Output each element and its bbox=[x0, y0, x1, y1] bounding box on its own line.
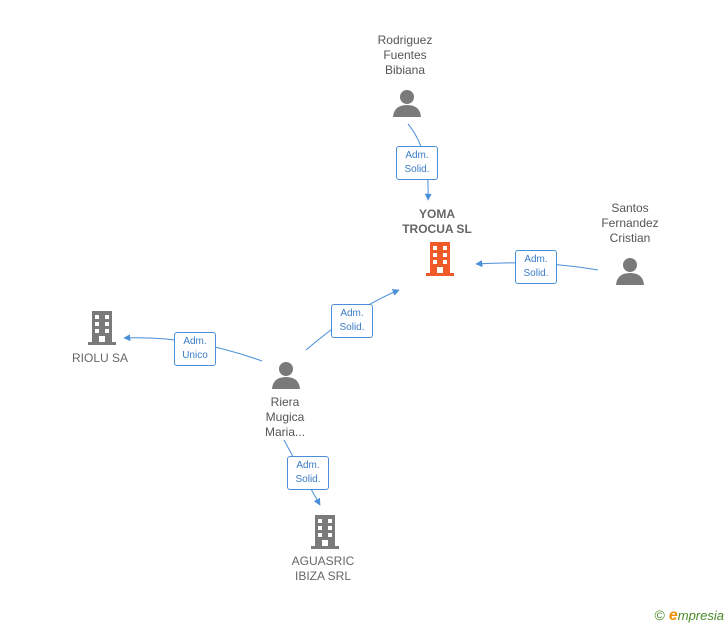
edge-label-riera-riolu[interactable]: Adm. Unico bbox=[174, 332, 216, 366]
edge-label-santos-yoma[interactable]: Adm. Solid. bbox=[515, 250, 557, 284]
person-icon-riera[interactable] bbox=[271, 360, 301, 390]
node-label-rodriguez[interactable]: Rodriguez Fuentes Bibiana bbox=[377, 33, 433, 77]
node-label-riera[interactable]: Riera Mugica Maria... bbox=[264, 395, 305, 439]
node-label-aguasric[interactable]: AGUASRIC IBIZA SRL bbox=[291, 554, 355, 583]
empresia-brand[interactable]: ©empresia bbox=[655, 607, 724, 625]
building-icon-riolu[interactable] bbox=[86, 311, 118, 345]
building-icon-aguasric[interactable] bbox=[309, 515, 341, 549]
person-icon-rodriguez[interactable] bbox=[392, 88, 422, 118]
node-label-riolu[interactable]: RIOLU SA bbox=[71, 351, 128, 365]
building-icon-yoma[interactable] bbox=[424, 242, 456, 276]
edge-label-riera-aguasric[interactable]: Adm. Solid. bbox=[287, 456, 329, 490]
brand-initial: e bbox=[668, 607, 678, 624]
edge-label-riera-yoma[interactable]: Adm. Solid. bbox=[331, 304, 373, 338]
node-label-yoma[interactable]: YOMA TROCUA SL bbox=[402, 207, 472, 236]
brand-name: mpresia bbox=[677, 608, 724, 623]
node-label-santos[interactable]: Santos Fernandez Cristian bbox=[601, 201, 659, 245]
person-icon-santos[interactable] bbox=[615, 256, 645, 286]
copyright-symbol: © bbox=[654, 607, 665, 623]
edge-label-rodriguez-yoma[interactable]: Adm. Solid. bbox=[396, 146, 438, 180]
